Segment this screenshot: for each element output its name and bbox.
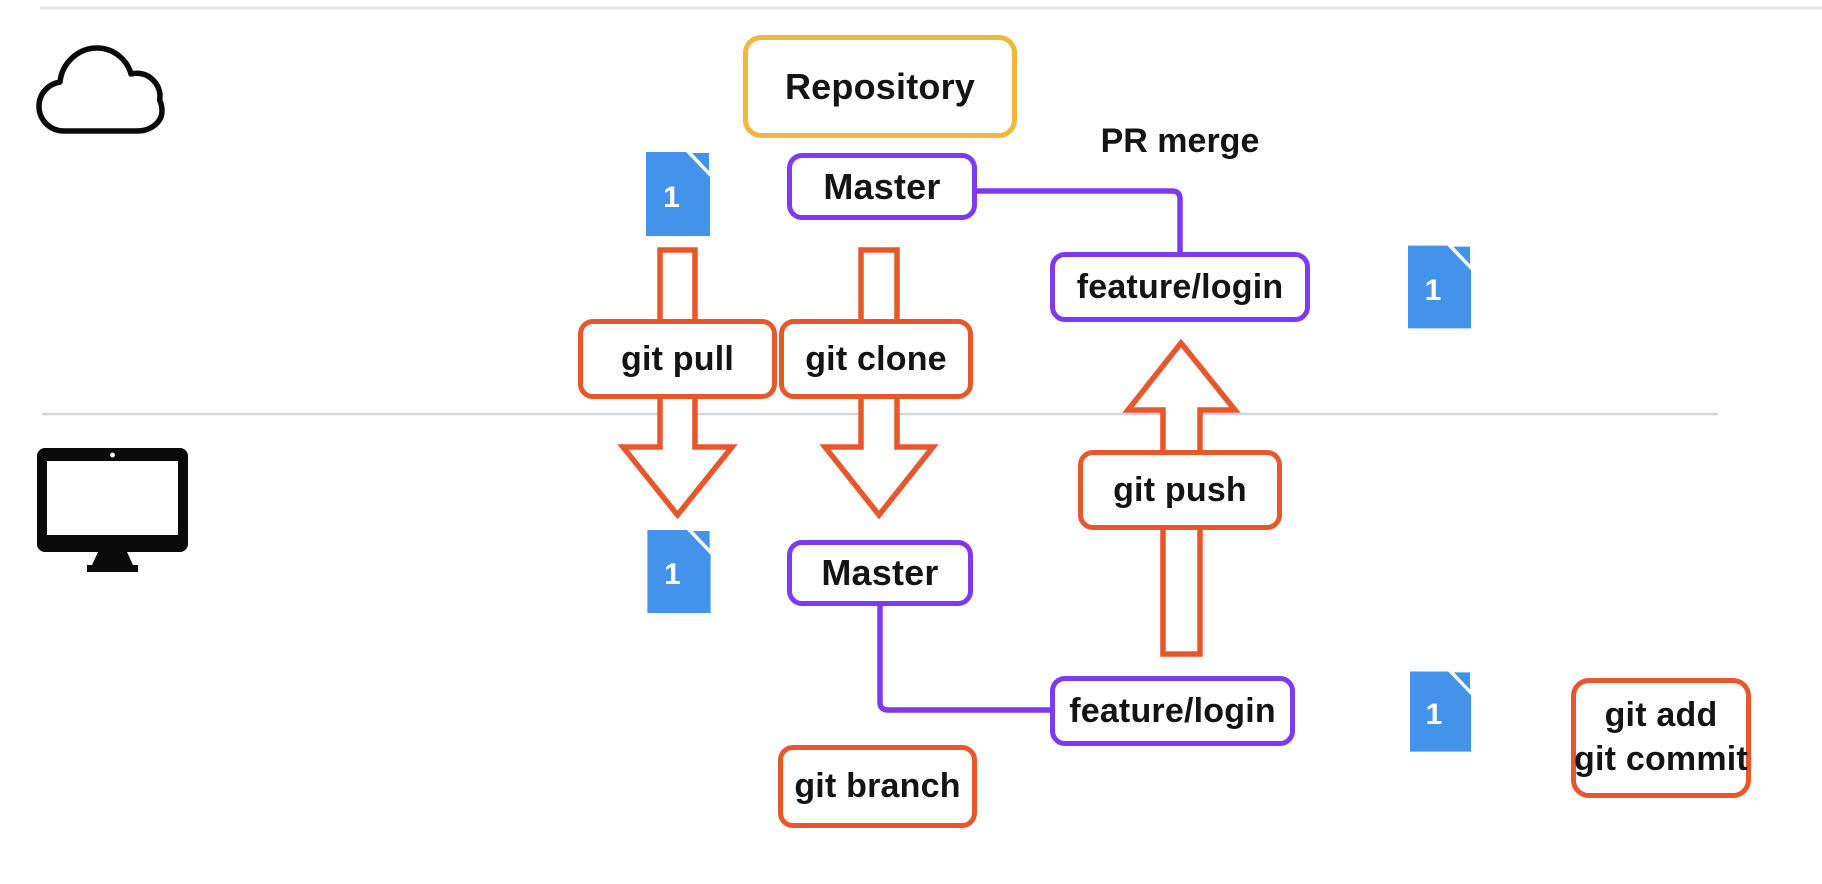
git-branch-label: git branch [794,767,961,805]
file-icon-local-feature: 1 [1410,670,1472,754]
master-box-local: Master [787,540,973,606]
monitor-stand [92,552,133,565]
cloud-icon [36,45,165,134]
master-label-remote: Master [823,165,941,207]
git-add-commit-box: git add git commit [1571,678,1751,798]
feature-login-label-local: feature/login [1069,691,1276,730]
feature-login-box-remote: feature/login [1050,252,1310,322]
monitor-camera-dot [110,452,115,458]
file-icon-shape [1408,245,1472,329]
file-icon-shape [1410,671,1472,752]
master-label-local: Master [821,552,939,593]
git-clone-box: git clone [779,319,973,399]
cloud-shape [36,45,165,134]
monitor-screen [47,461,178,535]
file-icon-remote-master: 1 [646,152,711,237]
repository-label: Repository [784,65,976,107]
repository-box: Repository [743,35,1017,138]
connector-master-to-feature-remote [975,188,1183,252]
file-icon-shape [646,152,710,236]
file-icon-shape [647,530,711,614]
file-badge: 1 [663,180,680,214]
feature-login-label-remote: feature/login [1076,267,1284,306]
connector-master-to-feature-local [877,604,1052,713]
git-branch-box: git branch [778,745,977,828]
file-badge: 1 [1425,698,1443,731]
monitor-icon [37,448,188,572]
git-push-box: git push [1078,450,1282,530]
file-icon-remote-feature: 1 [1408,245,1472,330]
file-icon-local-master: 1 [647,530,712,614]
git-commit-label: git commit [1574,740,1748,778]
git-pull-label: git pull [620,339,734,378]
file-badge: 1 [1424,273,1442,307]
monitor-base [87,565,138,572]
git-clone-label: git clone [805,339,947,378]
file-badge: 1 [664,558,681,591]
git-pull-box: git pull [578,319,777,399]
pr-merge-label: PR merge [1100,122,1260,160]
master-box-remote: Master [787,153,977,220]
git-add-label: git add [1604,696,1718,735]
git-push-label: git push [1113,470,1247,509]
feature-login-box-local: feature/login [1050,676,1295,746]
